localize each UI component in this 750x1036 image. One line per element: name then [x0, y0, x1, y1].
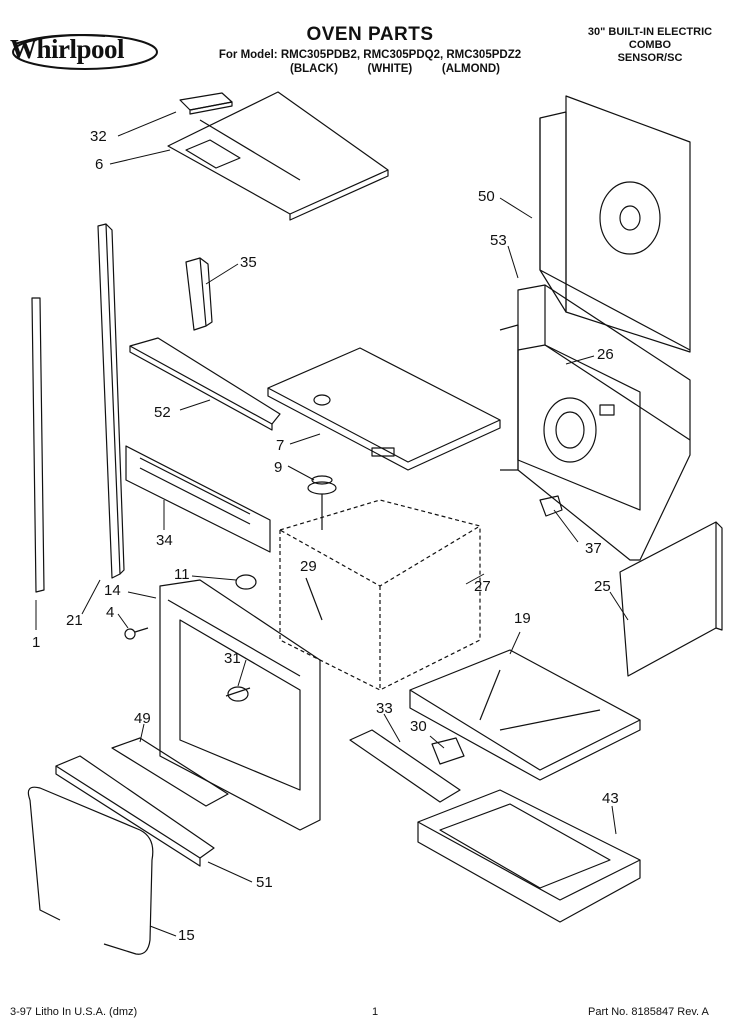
color-almond: (ALMOND) [441, 63, 500, 75]
callout-30: 30 [410, 718, 427, 735]
whirlpool-logo-swoosh [12, 34, 158, 70]
part-25-side-panel [619, 521, 723, 677]
part-30-bracket [431, 737, 465, 765]
callout-14: 14 [104, 582, 121, 599]
part-33-rail [349, 729, 461, 803]
part-52-support-bracket [129, 337, 281, 431]
callout-6: 6 [95, 156, 104, 173]
model-line: For Model: RMC305PDB2, RMC305PDQ2, RMC30… [218, 49, 522, 61]
callout-33: 33 [376, 700, 393, 717]
brand-logo: Whirlpool [10, 34, 125, 64]
part-21-side-trim [97, 223, 125, 579]
callout-11: 11 [174, 566, 190, 583]
part-43-bottom-pan [417, 789, 641, 923]
part-6-top-cover [167, 91, 389, 221]
callout-25: 25 [594, 578, 611, 595]
part-9-knob [307, 475, 337, 530]
footer-part-number: Part No. 8185847 Rev. A [588, 1006, 709, 1018]
part-7-top-shield [267, 347, 501, 471]
callout-53: 53 [490, 232, 507, 249]
callout-21: 21 [66, 612, 83, 629]
callout-15: 15 [178, 927, 195, 944]
part-15-door-gasket [27, 786, 154, 955]
part-35-bracket [185, 257, 213, 331]
callout-35: 35 [240, 254, 257, 271]
part-4-screw [124, 627, 149, 640]
callout-49: 49 [134, 710, 151, 727]
callout-37: 37 [585, 540, 602, 557]
part-51-door-trim [55, 755, 215, 867]
callout-26: 26 [597, 346, 614, 363]
part-50-back-panel [539, 95, 691, 353]
part-34-control-panel [125, 445, 271, 553]
part-1-rod [31, 297, 45, 593]
part-49-vent-trim [111, 737, 229, 807]
leader-lines [35, 111, 629, 937]
part-32-label-plate [179, 92, 233, 115]
callout-50: 50 [478, 188, 495, 205]
page-title: OVEN PARTS [306, 24, 434, 45]
callout-29: 29 [300, 558, 317, 575]
callout-34: 34 [156, 532, 173, 549]
product-line-1: 30" BUILT-IN ELECTRIC [587, 26, 713, 38]
callout-27: 27 [474, 578, 491, 595]
part-27-oven-cavity [279, 499, 481, 691]
callout-4: 4 [106, 604, 115, 621]
footer-page-number: 1 [372, 1006, 379, 1018]
callout-7: 7 [276, 437, 285, 454]
product-description: 30" BUILT-IN ELECTRIC COMBO SENSOR/SC [575, 26, 725, 65]
color-black: (BLACK) [290, 63, 338, 75]
callout-32: 32 [90, 128, 107, 145]
callout-9: 9 [274, 459, 283, 476]
callout-19: 19 [514, 610, 531, 627]
callout-43: 43 [602, 790, 619, 807]
color-white: (WHITE) [367, 63, 413, 75]
callout-52: 52 [154, 404, 171, 421]
part-26-rear-cover [517, 344, 641, 511]
callout-1: 1 [32, 634, 41, 651]
part-11-light-socket [235, 574, 257, 590]
color-list: (BLACK) (WHITE) (ALMOND) [290, 63, 500, 75]
part-37-clip [539, 495, 563, 517]
part-31-lamp-lens [225, 686, 251, 702]
part-19-bottom-shelf [409, 649, 641, 781]
part-29-sensor-probe [305, 577, 323, 621]
product-line-3: SENSOR/SC [617, 52, 683, 64]
part-14-front-frame [159, 579, 321, 831]
product-line-2: COMBO [628, 39, 672, 51]
callout-31: 31 [224, 650, 241, 667]
callout-51: 51 [256, 874, 273, 891]
footer-litho: 3-97 Litho In U.S.A. (dmz) [10, 1006, 138, 1018]
